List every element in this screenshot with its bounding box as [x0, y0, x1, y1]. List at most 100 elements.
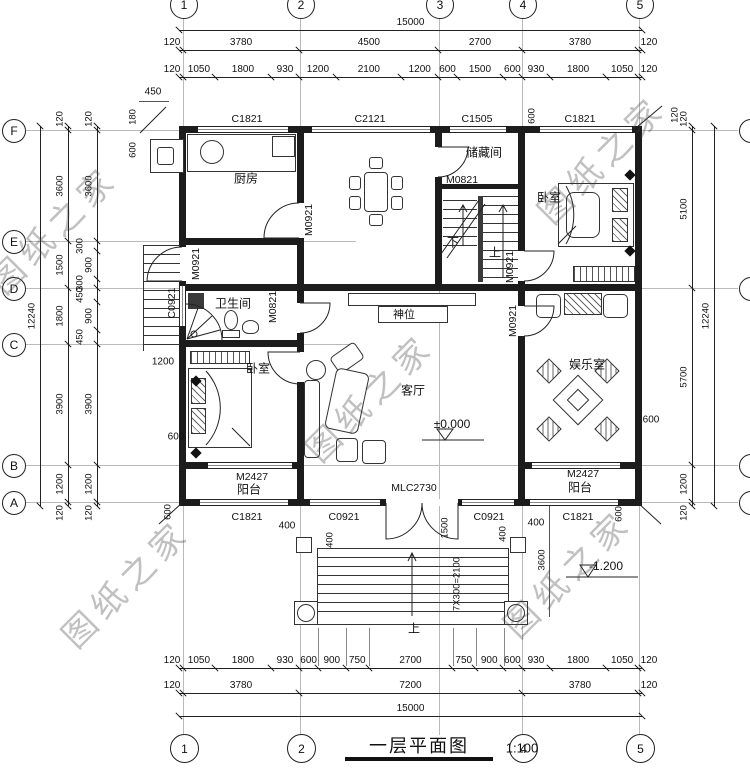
dim-label: 4500 — [357, 37, 380, 48]
dim-label: 12240 — [26, 302, 38, 330]
dim-label: 120 — [54, 111, 66, 127]
level-label-floor: ±0.000 — [433, 417, 471, 431]
grid-bubble-bottom-5: 5 — [626, 734, 655, 763]
dim-label: 1500 — [54, 254, 66, 276]
dim-label: 120 — [640, 680, 658, 691]
dim-label: 600 — [504, 655, 521, 666]
window-label: C2121 — [354, 113, 386, 125]
dining-table — [364, 172, 388, 212]
dim-label: 120 — [640, 37, 658, 48]
level-label-ground: -1.200 — [588, 559, 624, 573]
door-arc-bedroom-w — [267, 351, 301, 385]
dim-label: 300 — [74, 238, 86, 255]
dim-label: 1050 — [610, 655, 634, 666]
dim-label: 1200 — [54, 473, 66, 495]
axis-col-3 — [439, 16, 440, 735]
bath-sink — [242, 320, 259, 334]
dim-label: 600 — [300, 655, 317, 666]
grid-label: 4 — [520, 741, 527, 756]
dining-chair — [349, 196, 361, 210]
window-C0921-side — [179, 286, 186, 326]
chimney-flue — [150, 139, 184, 173]
room-label-storage: 储藏间 — [465, 145, 503, 160]
blanket-fold — [231, 225, 577, 447]
window-label: C1821 — [231, 113, 263, 125]
dim-label: 450 — [74, 329, 86, 345]
room-label-kitchen: 厨房 — [233, 171, 259, 186]
wardrobe-bedroom-ne — [573, 266, 635, 282]
door-M2427-balcony-left — [208, 462, 292, 469]
kitchen-stove — [272, 136, 295, 157]
eave-corner — [636, 105, 663, 128]
side-stair — [143, 245, 180, 351]
dim-120: 120 — [669, 107, 681, 123]
kitchen-sink — [200, 140, 224, 164]
dim-label: 930 — [527, 64, 545, 75]
title-underline — [345, 757, 493, 761]
room-label-shrine: 神位 — [393, 309, 415, 321]
pillow — [612, 188, 628, 212]
window-C1505-top — [450, 126, 506, 133]
dim-mark — [179, 30, 642, 31]
door-gap-kitchen — [297, 203, 304, 238]
window-C1821-front-left — [200, 499, 288, 506]
dim-600: 600 — [127, 142, 139, 158]
door-label: M0921 — [303, 203, 315, 237]
pillow — [191, 408, 206, 434]
dim-600: 600 — [613, 506, 625, 522]
dim-label: 3900 — [83, 393, 95, 416]
door-label: M0921 — [507, 304, 519, 338]
window-label: C1505 — [461, 113, 493, 125]
grid-bubble-bottom-2: 2 — [287, 734, 316, 763]
dim-450-line — [139, 101, 169, 102]
shower-fan — [186, 307, 221, 340]
eave-corner — [158, 501, 184, 525]
grid-bubble-left-B: B — [2, 454, 26, 478]
room-label-bedroom-w: 卧室 — [245, 361, 271, 376]
washing-machine — [188, 293, 204, 309]
porch-edge — [294, 624, 528, 625]
shower-drain — [190, 330, 198, 338]
dim-label: 120 — [163, 680, 181, 691]
grid-label: 5 — [636, 0, 644, 12]
wardrobe-bedroom-w — [190, 351, 250, 364]
dim-label: 1800 — [231, 655, 255, 666]
grid-label: 4 — [519, 0, 527, 12]
door-arc-side — [146, 246, 183, 282]
dim-label: 15000 — [396, 17, 425, 28]
grid-label: 3 — [436, 0, 444, 12]
dim-label: 1800 — [566, 64, 590, 75]
dim-mark — [179, 50, 642, 51]
door-label: M0821 — [445, 174, 479, 186]
sofa-back — [304, 380, 320, 458]
grid-bubble-bottom-1: 1 — [170, 734, 199, 763]
room-label-balcony-right: 阳台 — [567, 480, 593, 495]
dim-450: 450 — [144, 86, 162, 98]
chimney-flue-inner — [157, 147, 174, 165]
side-table — [564, 293, 602, 315]
dim-label: 1050 — [187, 64, 211, 75]
dim-label: 930 — [276, 655, 294, 666]
window-label: C0921 — [328, 511, 360, 523]
grid-label: 1 — [180, 0, 188, 12]
grid-label: 1 — [181, 741, 188, 756]
drawing-title: 一层平面图 — [369, 736, 469, 756]
dim-label: 1800 — [231, 64, 255, 75]
grid-label: E — [9, 235, 18, 249]
quilt-curve — [565, 185, 575, 245]
pillow — [612, 218, 628, 242]
grid-bubble-left-E: E — [2, 230, 26, 254]
wall-row-D — [179, 284, 642, 291]
porch-pilaster — [510, 537, 526, 553]
dim-label: 1200 — [306, 64, 330, 75]
grid-label: 2 — [297, 0, 305, 12]
window-label: C1821 — [562, 511, 594, 523]
room-label-living: 客厅 — [400, 383, 426, 398]
axis-row-B — [26, 465, 738, 466]
porch-ext-line — [504, 628, 505, 666]
dim-label: 900 — [83, 308, 95, 324]
window-label: C0921 — [473, 511, 505, 523]
dim-400: 400 — [324, 532, 336, 548]
dim-steps: 7X300=2100 — [451, 556, 463, 612]
